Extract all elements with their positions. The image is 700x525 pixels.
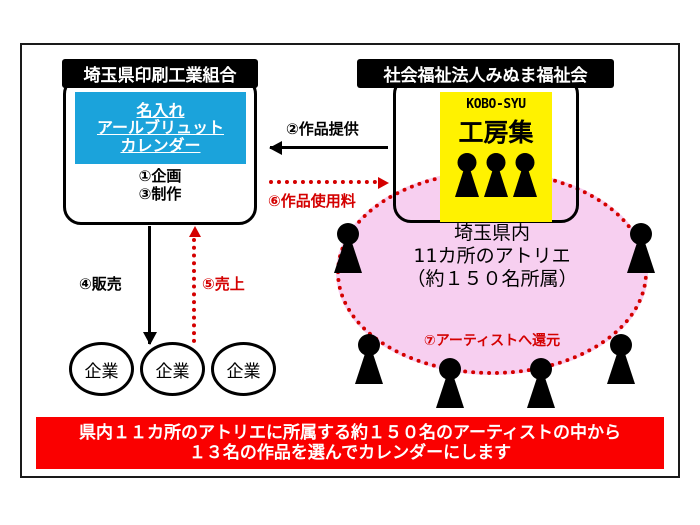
company-circle-3: 企業: [211, 342, 276, 396]
company-circle-1: 企業: [69, 342, 134, 396]
person-body: [436, 374, 464, 408]
person-body: [455, 167, 479, 197]
person-body: [607, 350, 635, 384]
person-head: [439, 358, 461, 380]
flow-arrow-artwork-fee: [269, 177, 389, 189]
person-body: [627, 239, 655, 273]
calendar-product-box: 名入れ アールブリュット カレンダー: [75, 92, 246, 164]
kobo-syu-romaji: KOBO-SYU: [466, 97, 526, 112]
person-body: [334, 239, 362, 273]
product-line-2: アールブリュット: [96, 118, 225, 138]
flow-arrow-sales: [148, 226, 151, 344]
person-icon: [484, 153, 508, 197]
right-organisation-banner: 社会福祉法人みぬま福祉会: [357, 59, 614, 88]
person-icon: [627, 223, 655, 273]
person-icon: [455, 153, 479, 197]
kobo-syu-figure-group: [455, 153, 537, 197]
person-head: [486, 153, 506, 172]
person-head: [630, 223, 652, 245]
person-head: [457, 153, 477, 172]
atelier-line-2: 11カ所のアトリエ: [413, 245, 571, 268]
person-head: [530, 358, 552, 380]
product-line-1: 名入れ: [136, 101, 185, 121]
left-organisation-banner: 埼玉県印刷工業組合: [62, 59, 258, 88]
person-icon: [527, 358, 555, 408]
flow-label-revenue: ⑤売上: [202, 275, 245, 293]
atelier-line-1: 埼玉県内: [453, 222, 530, 244]
person-icon: [436, 358, 464, 408]
person-head: [337, 223, 359, 245]
summary-line-1: 県内１１カ所のアトリエに所属する約１５０名のアーティストの中から: [79, 422, 621, 443]
product-line-3: カレンダー: [120, 135, 201, 155]
person-body: [484, 167, 508, 197]
summary-banner: 県内１１カ所のアトリエに所属する約１５０名のアーティストの中から １３名の作品を…: [36, 417, 664, 469]
artist-royalty-note: ⑦アーティストへ還元: [423, 333, 561, 349]
person-icon: [607, 334, 635, 384]
flow-label-artwork-fee: ⑥作品使用料: [268, 192, 356, 210]
summary-line-2: １３名の作品を選んでカレンダーにします: [188, 443, 512, 463]
person-head: [610, 334, 632, 356]
kobo-syu-box: KOBO-SYU 工房集: [440, 92, 552, 222]
person-icon: [355, 334, 383, 384]
person-body: [527, 374, 555, 408]
left-organisation-steps: ①企画 ③制作: [63, 167, 257, 203]
company-circle-2: 企業: [140, 342, 205, 396]
kobo-syu-kanji: 工房集: [458, 118, 534, 147]
flow-label-artwork-supply: ②作品提供: [286, 120, 359, 138]
atelier-line-3: （約１５０名所属）: [406, 268, 578, 291]
person-body: [513, 167, 537, 197]
person-icon: [334, 223, 362, 273]
flow-label-sales: ④販売: [79, 275, 122, 293]
person-head: [358, 334, 380, 356]
step-produce: ③制作: [138, 184, 182, 203]
step-plan: ①企画: [138, 167, 182, 185]
person-icon: [513, 153, 537, 197]
flow-arrow-revenue: [189, 226, 201, 343]
person-head: [515, 153, 535, 172]
person-body: [355, 350, 383, 384]
flow-arrow-artwork-supply: [270, 146, 388, 149]
atelier-description: 埼玉県内 11カ所のアトリエ （約１５０名所属）: [352, 222, 632, 292]
